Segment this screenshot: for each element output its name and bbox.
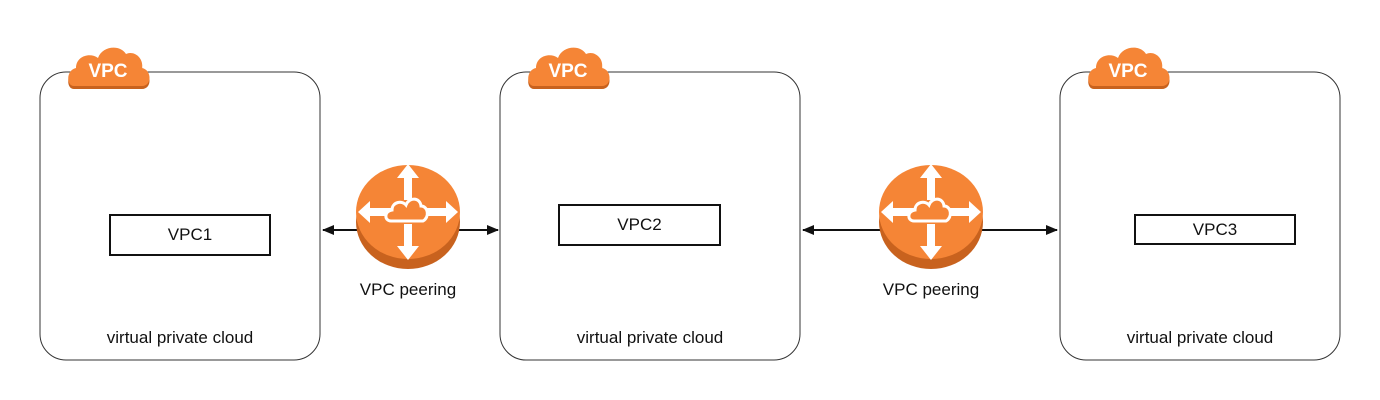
vpc2-badge-label: VPC xyxy=(548,61,588,82)
peering-2-label: VPC peering xyxy=(882,280,980,299)
vpc3-caption: virtual private cloud xyxy=(1126,328,1274,347)
vpc3-badge-label: VPC xyxy=(1108,61,1148,82)
vpc1-name-box[interactable]: VPC1 xyxy=(109,214,271,256)
peering-1-label: VPC peering xyxy=(359,280,457,299)
vpc1-caption: virtual private cloud xyxy=(106,328,254,347)
vpc1-badge-label: VPC xyxy=(88,61,128,82)
vpc2-caption: virtual private cloud xyxy=(576,328,724,347)
vpc3-name-box[interactable]: VPC3 xyxy=(1134,214,1296,245)
peering-1-router-icon[interactable] xyxy=(354,162,462,271)
peering-2-router-icon[interactable] xyxy=(877,162,985,271)
vpc2-name-box[interactable]: VPC2 xyxy=(558,204,721,246)
